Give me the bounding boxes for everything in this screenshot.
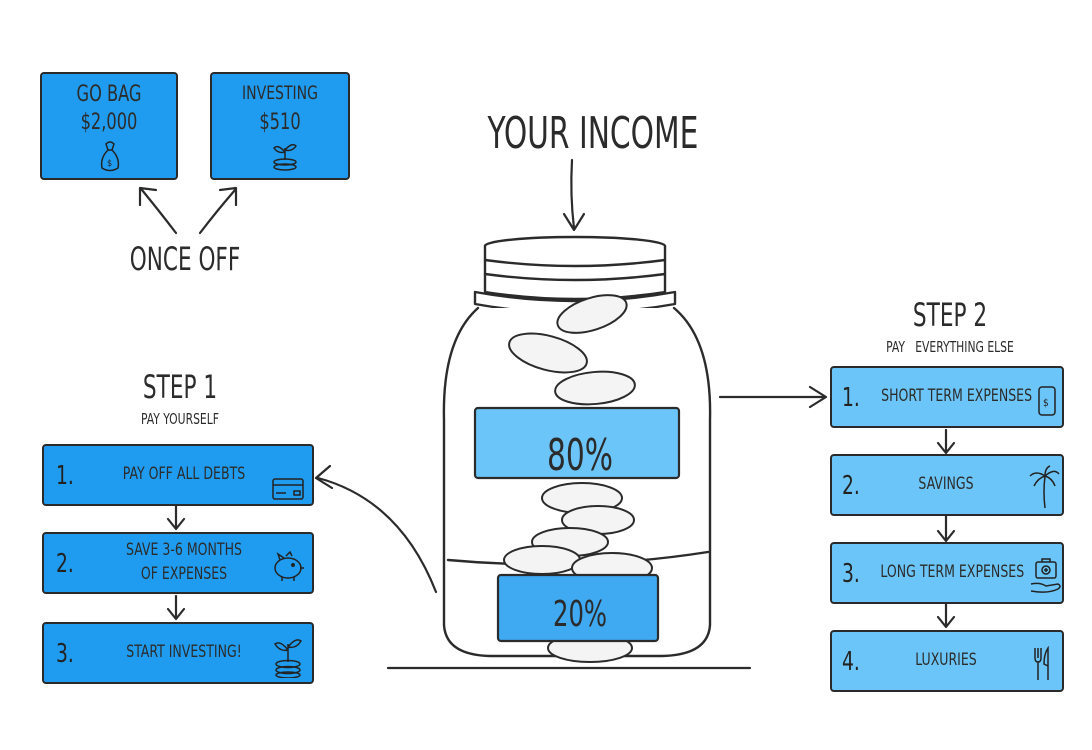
step2-arrow-3 <box>936 602 956 629</box>
step1-label-1: PAY OFF ALL DEBTS <box>122 464 246 484</box>
step1-num-2: 2. <box>56 549 74 579</box>
jar-to-step1-arrow <box>314 464 438 594</box>
step2-heading: STEP 2 <box>912 296 988 334</box>
coin <box>508 332 588 374</box>
credit-card-icon <box>272 478 304 500</box>
step1-label-2-line2: OF EXPENSES <box>140 564 228 584</box>
piggy-bank-icon <box>274 550 304 581</box>
step2-label-4: LUXURIES <box>915 650 977 670</box>
step2-num-1: 1. <box>842 383 860 413</box>
investing-box: INVESTING $510 <box>210 72 350 180</box>
page-title: YOUR INCOME <box>487 108 699 159</box>
medical-hand-icon <box>1030 558 1061 593</box>
jar-bottom-percent: 20% <box>553 594 607 635</box>
step2-item-1: 1. SHORT TERM EXPENSES $ <box>830 366 1064 428</box>
step2-num-3: 3. <box>842 559 860 589</box>
investing-amount: $510 <box>259 110 301 135</box>
step1-arrow-1 <box>166 504 186 531</box>
phone-dollar-icon: $ <box>1038 386 1056 416</box>
step2-item-2: 2. SAVINGS <box>830 454 1064 516</box>
step1-item-1: 1. PAY OFF ALL DEBTS <box>42 444 314 506</box>
step2-label-2: SAVINGS <box>918 474 974 494</box>
go-bag-amount: $2,000 <box>80 110 138 135</box>
jar-top-percent: 80% <box>547 430 613 481</box>
step1-item-3: 3. START INVESTING! <box>42 622 314 684</box>
coin <box>554 370 636 406</box>
svg-text:$: $ <box>1043 398 1049 409</box>
step1-heading: STEP 1 <box>142 368 218 406</box>
band-80 <box>473 406 681 480</box>
step1-label-3: START INVESTING! <box>126 642 242 662</box>
go-bag-box: GO BAG $2,000 $ <box>40 72 178 180</box>
step2-subheading: PAY EVERYTHING ELSE <box>886 338 1014 356</box>
step2-num-2: 2. <box>842 471 860 501</box>
money-bag-icon: $ <box>100 141 120 172</box>
svg-text:$: $ <box>107 159 112 169</box>
step2-item-4: 4. LUXURIES <box>830 630 1064 692</box>
step1-num-1: 1. <box>56 461 74 491</box>
step1-arrow-2 <box>166 594 186 621</box>
go-bag-title: GO BAG <box>76 82 142 107</box>
investing-title: INVESTING <box>241 82 318 104</box>
band-20 <box>496 573 660 643</box>
step2-num-4: 4. <box>842 647 860 677</box>
step1-item-2: 2. SAVE 3-6 MONTHS OF EXPENSES <box>42 532 314 594</box>
income-arrow <box>562 158 586 232</box>
step2-label-1: SHORT TERM EXPENSES <box>881 386 1033 406</box>
once-off-arrow-left <box>138 186 178 235</box>
palm-tree-icon <box>1029 465 1060 509</box>
plant-coins-icon <box>273 143 297 171</box>
coin <box>556 294 628 334</box>
once-off-label: ONCE OFF <box>129 240 241 278</box>
step1-num-3: 3. <box>56 639 74 669</box>
fork-knife-icon <box>1034 646 1049 680</box>
step2-arrow-1 <box>936 428 956 455</box>
coin <box>503 545 581 575</box>
step1-label-2-line1: SAVE 3-6 MONTHS <box>126 540 242 560</box>
step1-subheading: PAY YOURSELF <box>141 410 219 428</box>
step2-arrow-2 <box>936 514 956 543</box>
step2-label-3: LONG TERM EXPENSES <box>880 562 1025 582</box>
step2-item-3: 3. LONG TERM EXPENSES <box>830 542 1064 604</box>
once-off-arrow-right <box>198 186 238 235</box>
plant-coins-icon <box>274 639 302 678</box>
jar-to-step2-arrow <box>718 385 828 409</box>
jar-illustration <box>442 235 712 663</box>
